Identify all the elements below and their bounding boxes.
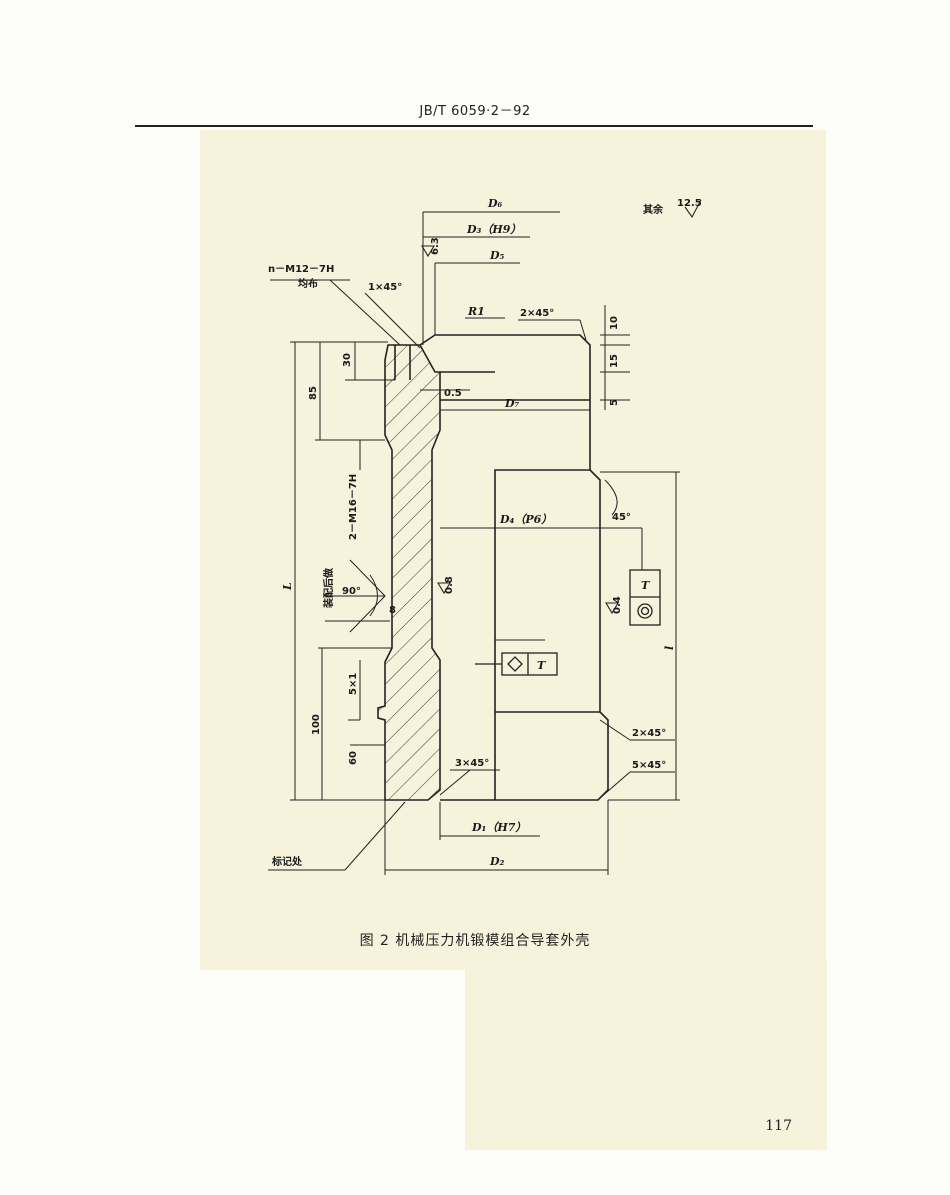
page-number: 117 (765, 1118, 792, 1134)
label-r1: R1 (467, 305, 485, 318)
label-dim-5x1: 5×1 (348, 673, 359, 695)
dimension-lines (268, 211, 680, 875)
label-chamfer-5x45: 5×45° (632, 760, 666, 771)
label-roughness-rest: 其余 (643, 203, 664, 216)
label-chamfer-2x45-bottom: 2×45° (632, 728, 666, 739)
standard-code: JB/T 6059·2－92 (419, 104, 531, 119)
label-d3: D₃（H9） (466, 223, 521, 236)
label-dim-05: 0.5 (444, 388, 462, 399)
label-tol-t-mid: T (537, 659, 546, 672)
label-angle-45: 45° (612, 512, 631, 523)
figure-caption: 图 2 机械压力机锻模组合导套外壳 (359, 933, 591, 949)
label-dim-100: 100 (311, 714, 322, 735)
label-dim-15: 15 (609, 354, 620, 368)
label-d5: D₅ (489, 249, 505, 262)
label-roughness-08: 0.8 (444, 576, 455, 594)
label-chamfer-1x45: 1×45° (368, 282, 402, 293)
label-d6: D₆ (487, 197, 503, 210)
label-d1: D₁（H7） (471, 821, 526, 834)
label-d2: D₂ (489, 855, 505, 868)
label-evenly: 均布 (298, 277, 318, 290)
label-dim-30: 30 (342, 353, 353, 367)
header-rule (135, 125, 813, 127)
label-roughness-04: 0.4 (612, 596, 623, 614)
label-mark-location: 标记处 (271, 855, 303, 868)
label-roughness-63: 6.3 (430, 237, 441, 255)
label-L: L (281, 582, 294, 591)
label-roughness-rest-value: 12.5 (677, 198, 702, 209)
tolerance-frame-right (629, 569, 661, 626)
label-angle-90: 90° (342, 586, 361, 597)
label-l: l (663, 646, 676, 650)
label-d4: D₄（P6） (499, 513, 552, 526)
label-assembly-note: 装配后做 (322, 567, 335, 609)
label-thread-holes: n－M12－7H (268, 264, 334, 275)
label-dim-10: 10 (609, 316, 620, 330)
wall-section (377, 344, 441, 801)
paper-tint (200, 130, 826, 970)
label-chamfer-2x45-top: 2×45° (520, 308, 554, 319)
label-tol-t-right: T (641, 579, 650, 592)
label-dim-60: 60 (348, 751, 359, 765)
label-dim-5: 5 (609, 399, 620, 406)
label-chamfer-3x45: 3×45° (455, 758, 489, 769)
roughness-symbols (421, 199, 702, 615)
label-thread-m16: 2－M16－7H (348, 474, 359, 540)
label-d7: D₇ (504, 397, 520, 410)
tolerance-frame-mid (475, 652, 558, 676)
label-dim-8: 8 (389, 605, 396, 616)
label-dim-85: 85 (308, 386, 319, 400)
paper-tint-lower (465, 960, 827, 1150)
